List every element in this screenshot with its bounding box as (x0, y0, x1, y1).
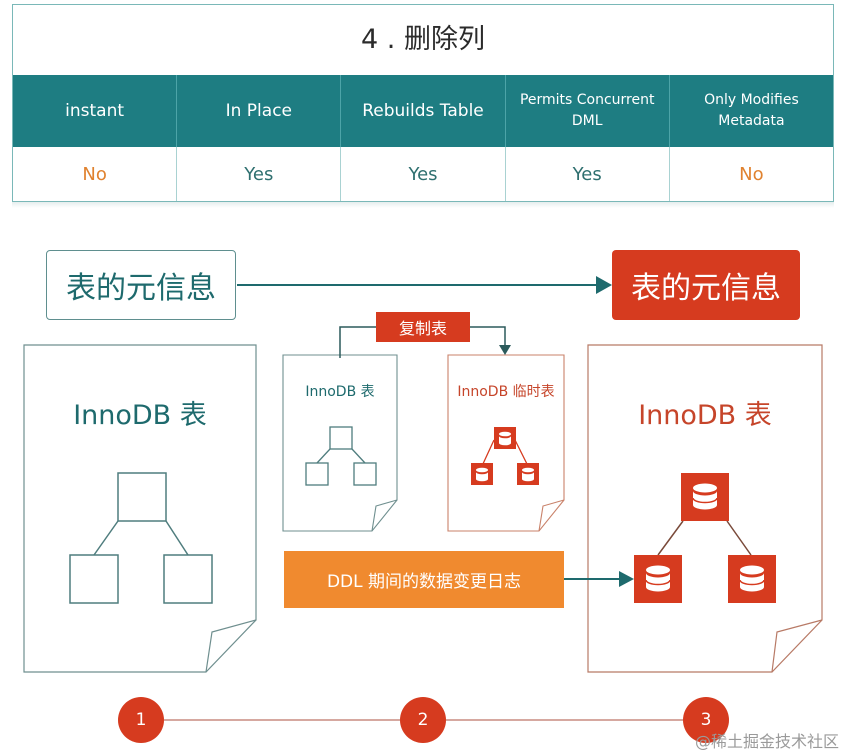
header-in-place: In Place (177, 75, 342, 147)
value-instant: No (13, 147, 178, 201)
doc-left-title: InnoDB 表 (73, 400, 207, 431)
doc-right-title: InnoDB 表 (638, 400, 772, 431)
meta-arrow-head (596, 276, 612, 294)
database-icon (471, 463, 493, 485)
doc-left (23, 344, 257, 673)
table-metadata-source: 表的元信息 (46, 250, 236, 320)
tree-node-right (163, 554, 213, 604)
step-1: 1 (118, 697, 164, 743)
copy-arrow-right (470, 326, 506, 348)
doc-mid-b-title: InnoDB 临时表 (457, 384, 555, 400)
database-icon (728, 555, 776, 603)
ddl-arrow-head (619, 571, 634, 587)
copy-table-label: 复制表 (376, 312, 470, 342)
step-2: 2 (400, 697, 446, 743)
header-rebuilds-table: Rebuilds Table (341, 75, 506, 147)
header-instant: instant (13, 75, 178, 147)
doc-mid-a-title: InnoDB 表 (305, 384, 375, 400)
ddl-change-log: DDL 期间的数据变更日志 (284, 551, 564, 608)
step-3: 3 (683, 697, 729, 743)
table-title: 4 . 删除列 (361, 24, 485, 55)
tree-node-left (69, 554, 119, 604)
doc-mid-b (447, 354, 565, 532)
table-metadata-target: 表的元信息 (612, 250, 800, 320)
copy-arrow-head (499, 345, 511, 355)
database-icon (681, 473, 729, 521)
comparison-table: 4 . 删除列 instant In Place Rebuilds Table … (12, 4, 834, 202)
doc-mid-a (282, 354, 398, 532)
value-permits-concurrent-dml: Yes (506, 147, 670, 201)
copy-arrow-left (339, 326, 376, 358)
database-icon (634, 555, 682, 603)
watermark: @稀土掘金技术社区 (694, 732, 839, 751)
value-in-place: Yes (177, 147, 342, 201)
table-value-row: No Yes Yes Yes No (13, 147, 833, 201)
header-permits-concurrent-dml: Permits Concurrent DML (506, 75, 670, 147)
header-only-modifies-metadata: Only Modifies Metadata (704, 92, 799, 129)
value-only-modifies-metadata: No (739, 163, 764, 185)
table-header-row: instant In Place Rebuilds Table Permits … (13, 75, 833, 147)
database-icon (517, 463, 539, 485)
table-shadow (12, 202, 834, 208)
doc-right (587, 344, 823, 673)
value-rebuilds-table: Yes (341, 147, 506, 201)
tree-node-root (117, 472, 167, 522)
database-icon (494, 427, 516, 449)
